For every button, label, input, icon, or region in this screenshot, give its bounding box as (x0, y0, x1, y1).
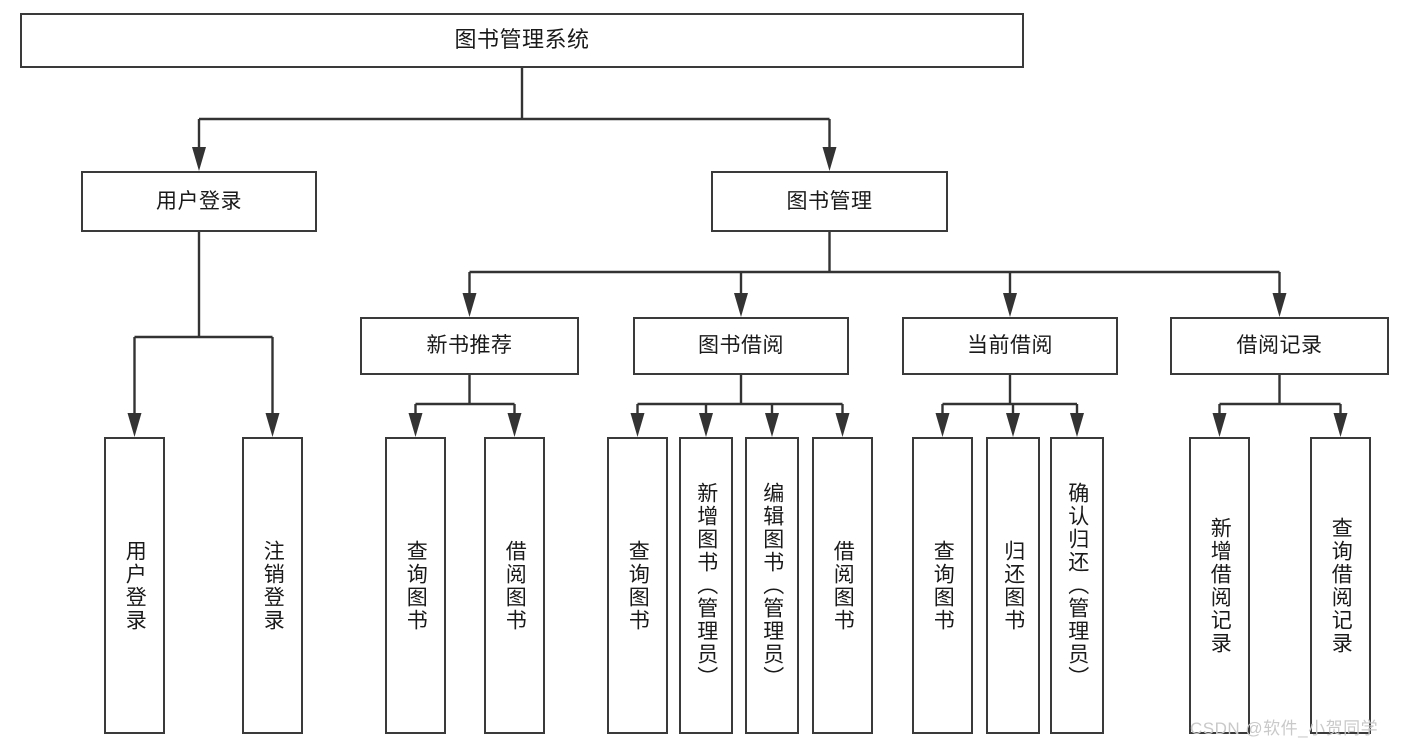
node-label: 图书借阅 (698, 334, 784, 358)
node-label: 查询图书 (931, 539, 955, 632)
arrow-head (699, 413, 713, 437)
node-label: 新增借阅记录 (1208, 516, 1232, 655)
node-label: 借阅图书 (831, 539, 855, 632)
node-label: 查询图书 (626, 539, 650, 632)
node-label: 归还图书 (1001, 539, 1025, 632)
arrow-head (192, 147, 206, 171)
node-n-user-login: 用户登录 (81, 171, 317, 232)
node-l-add-book: 新增图书（管理员） (679, 437, 733, 734)
arrow-head (1333, 413, 1348, 437)
node-label: 新增图书（管理员） (694, 482, 718, 689)
arrow-head (630, 413, 645, 437)
node-l-user-login: 用户登录 (104, 437, 165, 734)
arrow-head (127, 413, 142, 437)
arrow-head (835, 413, 850, 437)
watermark: CSDN @软件_小贺同学 (1190, 719, 1379, 738)
node-l-edit-book: 编辑图书（管理员） (745, 437, 799, 734)
arrow-head (408, 413, 423, 437)
node-l-return-book: 归还图书 (986, 437, 1040, 734)
node-label: 图书管理 (786, 189, 873, 213)
arrow-head (765, 413, 779, 437)
node-l-query-book-2: 查询图书 (607, 437, 668, 734)
arrow-head (1003, 293, 1017, 317)
node-label: 新书推荐 (426, 334, 513, 358)
node-l-query-book-1: 查询图书 (385, 437, 446, 734)
node-label: 查询借阅记录 (1329, 516, 1353, 655)
node-label: 确认归还（管理员） (1065, 482, 1089, 689)
node-n-book-borrow: 图书借阅 (633, 317, 849, 375)
arrow-head (734, 293, 748, 317)
node-label: 图书管理系统 (454, 27, 590, 53)
arrow-head (1006, 413, 1020, 437)
arrow-head (1212, 413, 1227, 437)
arrow-head (462, 293, 477, 317)
node-root: 图书管理系统 (20, 13, 1024, 68)
node-l-query-record: 查询借阅记录 (1310, 437, 1371, 734)
node-l-query-book-3: 查询图书 (912, 437, 973, 734)
node-l-add-record: 新增借阅记录 (1189, 437, 1250, 734)
node-n-book-mgmt: 图书管理 (711, 171, 948, 232)
arrow-head (265, 413, 280, 437)
arrow-head (822, 147, 837, 171)
node-l-user-logout: 注销登录 (242, 437, 303, 734)
arrow-head (1070, 413, 1084, 437)
node-label: 当前借阅 (967, 334, 1053, 358)
node-n-current-borrow: 当前借阅 (902, 317, 1118, 375)
node-label: 注销登录 (261, 539, 285, 632)
node-label: 借阅记录 (1236, 334, 1323, 358)
node-n-new-book-rec: 新书推荐 (360, 317, 579, 375)
arrow-head (1272, 293, 1287, 317)
node-n-borrow-record: 借阅记录 (1170, 317, 1389, 375)
arrow-head (507, 413, 522, 437)
node-label: 编辑图书（管理员） (760, 482, 784, 689)
node-label: 查询图书 (404, 539, 428, 632)
node-label: 用户登录 (123, 539, 147, 632)
node-l-borrow-book-2: 借阅图书 (812, 437, 873, 734)
node-label: 借阅图书 (503, 539, 527, 632)
arrow-head (935, 413, 950, 437)
node-l-confirm-return: 确认归还（管理员） (1050, 437, 1104, 734)
node-l-borrow-book-1: 借阅图书 (484, 437, 545, 734)
node-label: 用户登录 (156, 189, 242, 213)
